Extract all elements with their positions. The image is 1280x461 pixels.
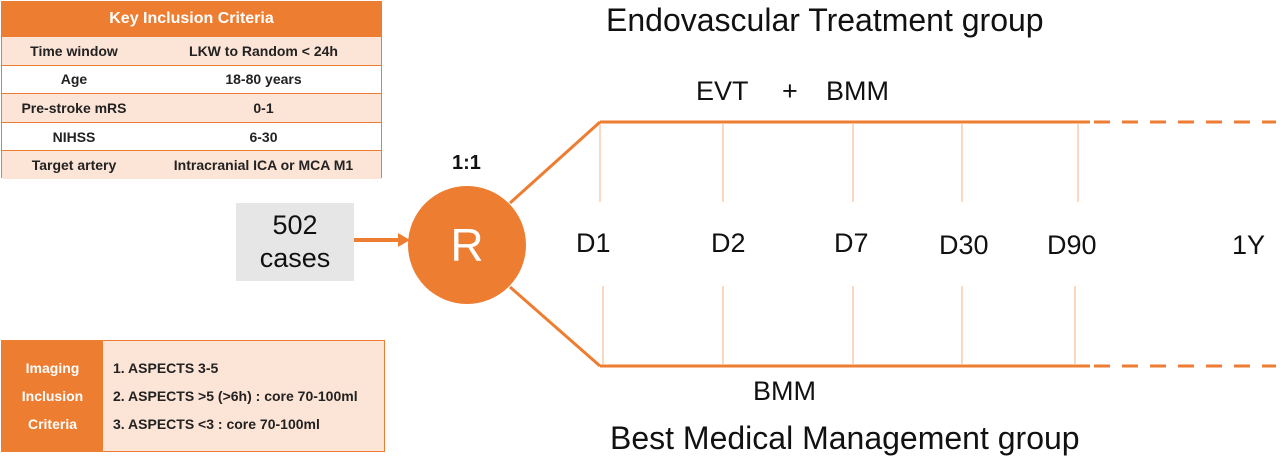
timepoint-label: D2 bbox=[711, 228, 746, 258]
cases-box: 502 cases bbox=[236, 203, 354, 281]
criteria-value: 6-30 bbox=[249, 128, 278, 145]
cases-unit: cases bbox=[259, 243, 331, 273]
key-inclusion-criteria-table: Key Inclusion Criteria Time window LKW t… bbox=[1, 1, 382, 179]
cases-arrow-head bbox=[398, 233, 410, 247]
top-arm-bmm-label: BMM bbox=[826, 76, 889, 106]
timepoint-label: D30 bbox=[939, 230, 989, 260]
timepoint-label: D7 bbox=[834, 228, 869, 258]
cases-count: 502 bbox=[272, 210, 318, 240]
timepoint-label: D90 bbox=[1047, 230, 1097, 260]
top-branch-line bbox=[508, 120, 602, 205]
randomization-ratio: 1:1 bbox=[452, 152, 481, 174]
criteria-row: Target artery Intracranial ICA or MCA M1 bbox=[2, 150, 381, 179]
top-arm-plus-label: + bbox=[782, 76, 798, 106]
bottom-branch-line bbox=[509, 285, 601, 368]
imaging-inclusion-criteria-box: Imaging Inclusion Criteria 1. ASPECTS 3-… bbox=[1, 340, 385, 452]
criteria-row: NIHSS 6-30 bbox=[2, 121, 381, 151]
criteria-label: Pre-stroke mRS bbox=[21, 99, 127, 116]
criteria-row: Age 18-80 years bbox=[2, 64, 381, 94]
imaging-criteria-item: 2. ASPECTS >5 (>6h) : core 70-100ml bbox=[113, 388, 358, 404]
criteria-label: Target artery bbox=[31, 157, 117, 174]
imaging-criteria-item: 1. ASPECTS 3-5 bbox=[113, 360, 219, 376]
key-criteria-title: Key Inclusion Criteria bbox=[2, 2, 381, 36]
criteria-value: LKW to Random < 24h bbox=[189, 42, 338, 59]
timepoint-label: 1Y bbox=[1232, 230, 1266, 260]
imaging-label-line: Criteria bbox=[27, 416, 78, 432]
randomization-symbol: R bbox=[450, 219, 484, 271]
criteria-label: Time window bbox=[30, 42, 118, 59]
imaging-criteria-item: 3. ASPECTS <3 : core 70-100ml bbox=[113, 416, 320, 432]
criteria-row: Time window LKW to Random < 24h bbox=[2, 36, 381, 65]
imaging-criteria-list: 1. ASPECTS 3-5 2. ASPECTS >5 (>6h) : cor… bbox=[103, 341, 384, 451]
timepoint-label: D1 bbox=[576, 228, 611, 258]
randomization-circle: R bbox=[408, 186, 526, 304]
criteria-label: NIHSS bbox=[52, 128, 96, 145]
imaging-label-line: Imaging bbox=[25, 360, 80, 376]
criteria-row: Pre-stroke mRS 0-1 bbox=[2, 93, 381, 122]
bottom-arm-bmm-label: BMM bbox=[753, 376, 816, 406]
imaging-criteria-label: Imaging Inclusion Criteria bbox=[2, 341, 103, 451]
bottom-group-title: Best Medical Management group bbox=[610, 420, 1080, 456]
criteria-label: Age bbox=[60, 71, 88, 88]
top-arm-evt-label: EVT bbox=[696, 76, 749, 106]
top-group-title: Endovascular Treatment group bbox=[606, 2, 1044, 38]
imaging-label-line: Inclusion bbox=[21, 388, 84, 404]
criteria-value: 0-1 bbox=[253, 99, 274, 116]
criteria-value: Intracranial ICA or MCA M1 bbox=[173, 157, 354, 174]
criteria-value: 18-80 years bbox=[225, 71, 302, 88]
